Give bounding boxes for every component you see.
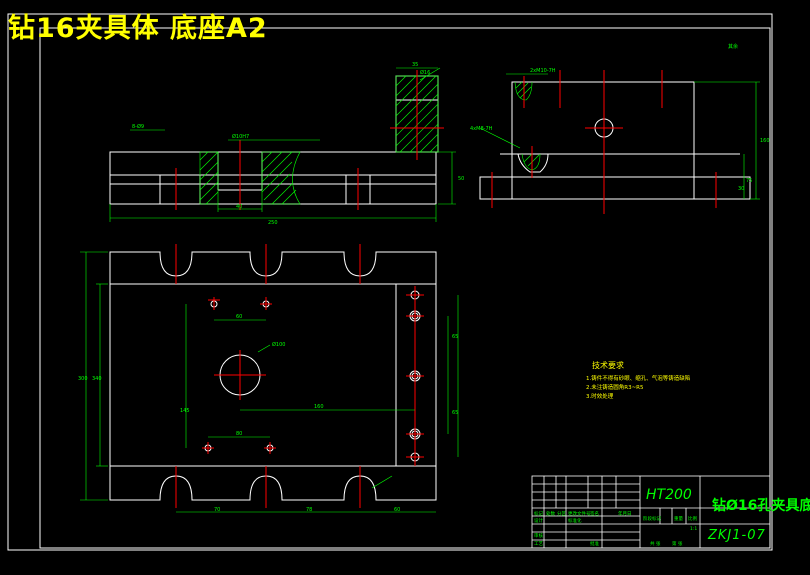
dim-d100: Ø100 [272, 341, 285, 348]
dim-340: 340 [92, 376, 102, 382]
technical-requirement-item: 3.时效处理 [586, 394, 614, 400]
dim-35: 35 [412, 62, 418, 68]
tb-label: 共 张 [650, 540, 661, 547]
front-view-hatching [199, 75, 439, 205]
side-view-centerlines [491, 70, 717, 214]
dim-70: 70 [214, 507, 220, 513]
dim-side-30: 30 [738, 186, 744, 192]
inner-frame [39, 27, 771, 549]
title-block [531, 475, 771, 549]
dim-h7: Ø10H7 [232, 133, 249, 140]
top-view [109, 251, 437, 501]
tb-label: 重量 [674, 515, 683, 522]
dim-250: 250 [268, 220, 278, 226]
front-view-centerlines [175, 70, 444, 210]
tb-label: 审核 [534, 532, 543, 539]
tb-label: 处数 [546, 510, 555, 517]
tb-label: 年月日 [618, 510, 632, 517]
technical-requirements-title: 技术要求 [592, 361, 624, 370]
side-view [479, 81, 751, 200]
dim-80: 80 [236, 431, 242, 437]
tb-label: 标记 [534, 510, 543, 517]
dim-side-160: 160 [760, 138, 770, 144]
front-view-dimensions [109, 67, 456, 222]
tb-label: 阶段标记 [643, 515, 661, 522]
tb-label: 批准 [590, 540, 599, 547]
dim-65b: 65 [452, 410, 458, 416]
material-label: HT200 [646, 487, 692, 503]
dim-m10: 2xM10-7H [530, 68, 556, 74]
top-view-dimensions [80, 251, 459, 513]
dim-m8: 4xM8-7H [470, 126, 493, 132]
dim-78: 78 [306, 507, 312, 513]
dim-60: 60 [394, 507, 400, 513]
technical-requirement-item: 2.未注铸造圆角R3~R5 [586, 385, 644, 391]
dim-40: 40 [236, 204, 242, 210]
dim-300: 300 [78, 376, 88, 382]
title-block-small-labels: 标记 处数 分区 更改文件号 签名 年月日 设计 标准化 阶段标记 重量 比例 … [534, 510, 697, 547]
dim-holes: 8-Ø9 [132, 123, 144, 130]
top-view-centerlines [175, 244, 424, 508]
surface-mark: 其余 [728, 43, 738, 50]
part-name-label: 钻Ø16孔夹具底座 [712, 498, 810, 514]
tb-label: 第 张 [672, 540, 683, 547]
dim-50: 50 [458, 176, 464, 182]
outer-frame [7, 13, 773, 551]
tb-label: 比例 [688, 515, 697, 522]
dim-60b: 60 [236, 314, 242, 320]
dim-145: 145 [180, 408, 190, 414]
technical-requirement-item: 1.铸件不得有砂眼、缩孔、气泡等铸造缺陷 [586, 376, 691, 382]
dim-d16: Ø16 [420, 69, 430, 76]
tb-label: 签名 [590, 510, 599, 517]
tb-label: 设计 [534, 517, 543, 524]
drawing-number: ZKJ1-07 [708, 528, 766, 543]
dimension-labels: 250 40 50 35 Ø10H7 8-Ø9 Ø16 70 78 60 300… [78, 43, 770, 513]
tb-label: 工艺 [534, 541, 543, 547]
dim-160: 160 [314, 404, 324, 410]
tb-label: 1:1 [690, 526, 697, 532]
tb-label: 分区 [557, 510, 566, 517]
tb-label: 标准化 [568, 517, 582, 524]
dim-65a: 65 [452, 334, 458, 340]
drawing-title: 钻16夹具体 底座A2 [8, 13, 268, 44]
side-view-hatching [514, 81, 541, 171]
side-view-dimensions [479, 73, 760, 200]
tb-label: 更改文件号 [568, 510, 591, 517]
dim-side-75: 75 [746, 178, 752, 184]
